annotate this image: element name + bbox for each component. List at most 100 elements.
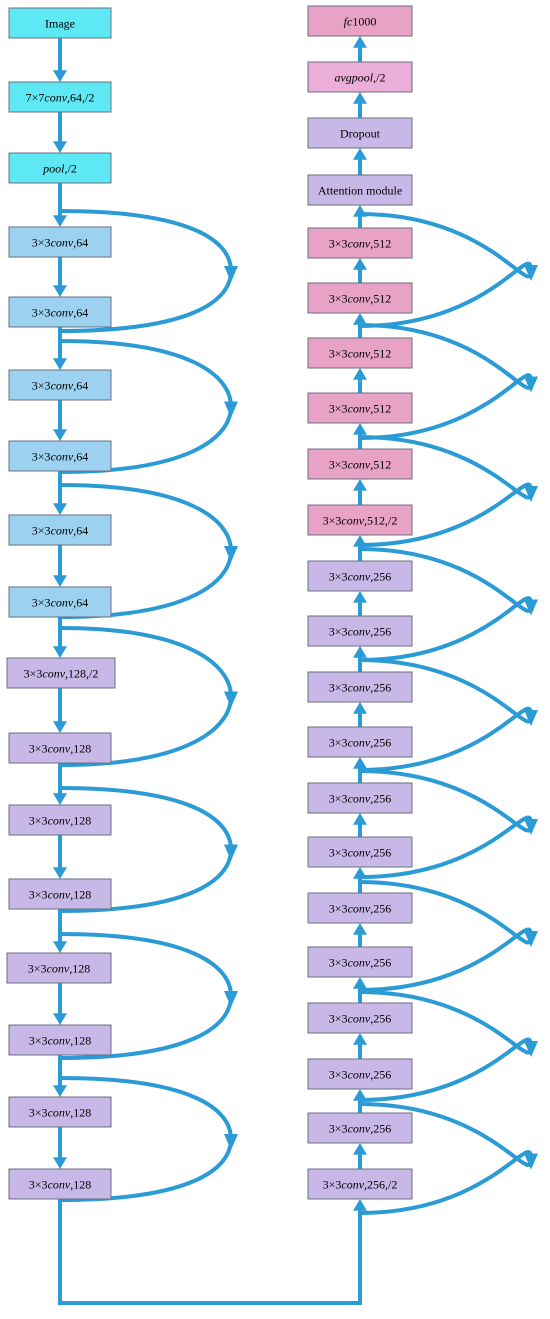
left-block-17: 3×3conv,128: [8, 1168, 112, 1200]
left-flow-arrowhead-16: [53, 1157, 67, 1169]
right-block-5: 3×3conv,512: [307, 227, 413, 259]
right-block-rect: [307, 227, 413, 259]
right-flow-arrowhead-6: [353, 313, 367, 325]
left-block-label: 3×3conv,128: [29, 1178, 91, 1192]
left-block-16: 3×3conv,128: [8, 1096, 112, 1128]
right-block-rect: [307, 504, 413, 536]
left-block-rect: [6, 657, 116, 689]
left-flow-arrowhead-7: [53, 503, 67, 515]
right-block-label: 3×3conv,256: [329, 792, 391, 806]
right-block-rect: [307, 892, 413, 924]
right-flow-arrowhead-1: [353, 36, 367, 48]
right-flow-arrowhead-5: [353, 258, 367, 270]
left-flow-arrowhead-3: [53, 215, 67, 227]
left-block-9: 3×3conv,64: [8, 586, 112, 618]
left-block-label: 3×3conv,64: [32, 306, 88, 320]
right-flow-arrowhead-19: [353, 1033, 367, 1045]
right-flow-arrowhead-15: [353, 813, 367, 825]
right-block-rect: [307, 836, 413, 868]
right-block-13: 3×3conv,256: [307, 671, 413, 703]
left-block-3: pool,/2: [8, 152, 112, 184]
right-block-label: 3×3conv,512,/2: [323, 514, 398, 528]
right-skip-connection-3-head: [524, 486, 538, 502]
right-flow-arrowhead-3: [353, 148, 367, 160]
left-block-rect: [8, 369, 112, 401]
left-flow-arrowhead-11: [53, 793, 67, 805]
left-block-rect: [8, 440, 112, 472]
right-skip-connection-4-head: [524, 599, 538, 616]
bottom-connector-arrowhead: [353, 1199, 367, 1211]
left-block-rect: [8, 7, 112, 39]
left-block-11: 3×3conv,128: [8, 732, 112, 764]
right-block-rect: [307, 560, 413, 592]
right-block-rect: [307, 117, 413, 149]
right-flow-arrowhead-12: [353, 646, 367, 658]
right-block-rect: [307, 448, 413, 480]
right-block-rect: [307, 1002, 413, 1034]
left-block-14: 3×3conv,128: [6, 952, 112, 984]
left-block-label: 3×3conv,128,/2: [24, 667, 99, 681]
right-block-17: 3×3conv,256: [307, 892, 413, 924]
right-block-label: Attention module: [318, 184, 402, 198]
right-flow-arrowhead-2: [353, 92, 367, 104]
right-block-rect: [307, 282, 413, 314]
right-block-label: 3×3conv,256,/2: [323, 1178, 398, 1192]
left-block-label: 3×3conv,64: [32, 524, 88, 538]
left-block-label: 3×3conv,128: [28, 962, 90, 976]
right-block-15: 3×3conv,256: [307, 782, 413, 814]
left-block-rect: [8, 81, 112, 113]
left-block-label: 3×3conv,64: [32, 379, 88, 393]
left-flow-arrowhead-8: [53, 575, 67, 587]
left-skip-connection-6-head: [224, 991, 238, 1007]
left-flow-arrowhead-4: [53, 285, 67, 297]
left-block-5: 3×3conv,64: [8, 296, 112, 328]
left-block-label: 3×3conv,64: [32, 450, 88, 464]
left-flow-arrowhead-15: [53, 1085, 67, 1097]
right-flow-arrowhead-11: [353, 591, 367, 603]
left-block-label: 3×3conv,64: [32, 236, 88, 250]
right-block-rect: [307, 1112, 413, 1144]
left-block-7: 3×3conv,64: [8, 440, 112, 472]
right-block-10: 3×3conv,512,/2: [307, 504, 413, 536]
left-block-label: 3×3conv,128: [29, 888, 91, 902]
right-flow-arrowhead-21: [353, 1143, 367, 1155]
right-block-label: 3×3conv,256: [329, 902, 391, 916]
right-block-label: 3×3conv,256: [329, 846, 391, 860]
left-block-label: Image: [45, 17, 75, 31]
left-block-rect: [8, 514, 112, 546]
left-block-rect: [8, 732, 112, 764]
left-block-rect: [8, 804, 112, 836]
left-block-label: pool,/2: [42, 162, 77, 176]
right-block-21: 3×3conv,256: [307, 1112, 413, 1144]
left-skip-connection-4-head: [224, 691, 238, 708]
right-block-3: Dropout: [307, 117, 413, 149]
right-skip-connection-2-head: [524, 376, 538, 393]
right-block-rect: [307, 671, 413, 703]
right-flow-arrowhead-8: [353, 423, 367, 435]
right-block-label: 3×3conv,256: [329, 625, 391, 639]
right-block-label: 3×3conv,512: [329, 347, 391, 361]
right-block-8: 3×3conv,512: [307, 392, 413, 424]
left-flow-arrowhead-10: [53, 721, 67, 733]
left-block-2: 7×7conv,64,/2: [8, 81, 112, 113]
left-skip-connection-5-head: [224, 844, 238, 861]
right-block-14: 3×3conv,256: [307, 726, 413, 758]
right-block-6: 3×3conv,512: [307, 282, 413, 314]
right-block-2: avgpool,/2: [307, 61, 413, 93]
left-flow-arrowhead-1: [53, 70, 67, 82]
left-block-label: 3×3conv,64: [32, 596, 88, 610]
left-flow-arrowhead-13: [53, 941, 67, 953]
right-block-rect: [307, 615, 413, 647]
right-block-rect: [307, 726, 413, 758]
right-block-label: fc1000: [344, 15, 377, 29]
right-block-22: 3×3conv,256,/2: [307, 1168, 413, 1200]
right-block-7: 3×3conv,512: [307, 337, 413, 369]
right-skip-connection-9-head: [524, 1153, 538, 1170]
right-skip-connection-7-head: [524, 931, 538, 947]
left-skip-connection-7-head: [224, 1134, 238, 1150]
right-block-label: 3×3conv,256: [329, 681, 391, 695]
right-block-rect: [307, 337, 413, 369]
left-block-label: 3×3conv,128: [29, 1034, 91, 1048]
